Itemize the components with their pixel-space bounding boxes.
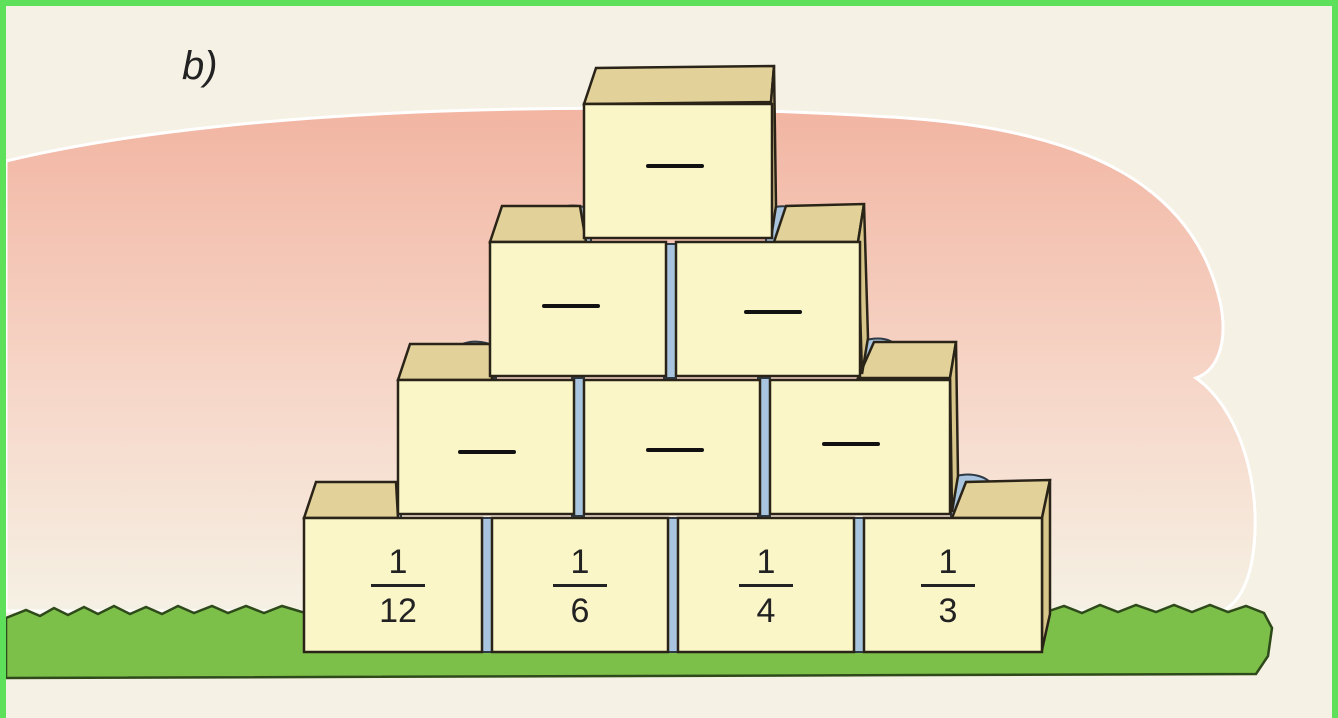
block-r3-c1 — [398, 380, 574, 514]
blank-r3-c1 — [458, 450, 516, 454]
fraction-bar — [371, 584, 425, 587]
blank-r2-c2 — [744, 310, 802, 314]
fraction-r4-c2: 1 6 — [535, 542, 625, 631]
fraction-numerator: 1 — [535, 542, 625, 582]
fraction-denominator: 6 — [535, 591, 625, 631]
block-r2-c1 — [490, 242, 666, 376]
fraction-numerator: 1 — [353, 542, 443, 582]
fraction-bar — [553, 584, 607, 587]
fraction-r4-c3: 1 4 — [721, 542, 811, 631]
block-r2-c2 — [676, 242, 860, 376]
blank-r2-c1 — [542, 304, 600, 308]
fraction-r4-c4: 1 3 — [903, 542, 993, 631]
fraction-numerator: 1 — [721, 542, 811, 582]
fraction-denominator: 12 — [353, 591, 443, 631]
block-r3-c3 — [770, 380, 950, 514]
blank-r1-c1 — [646, 164, 704, 168]
blank-r3-c3 — [822, 442, 880, 446]
fraction-denominator: 4 — [721, 591, 811, 631]
fraction-numerator: 1 — [903, 542, 993, 582]
fraction-denominator: 3 — [903, 591, 993, 631]
fraction-bar — [739, 584, 793, 587]
block-r1-c1 — [584, 104, 772, 238]
fraction-bar — [921, 584, 975, 587]
block-r3-c2 — [584, 380, 760, 514]
blank-r3-c2 — [646, 448, 704, 452]
part-label: b) — [182, 44, 218, 89]
fraction-r4-c1: 1 12 — [353, 542, 443, 631]
pyramid-scene — [6, 6, 1338, 718]
